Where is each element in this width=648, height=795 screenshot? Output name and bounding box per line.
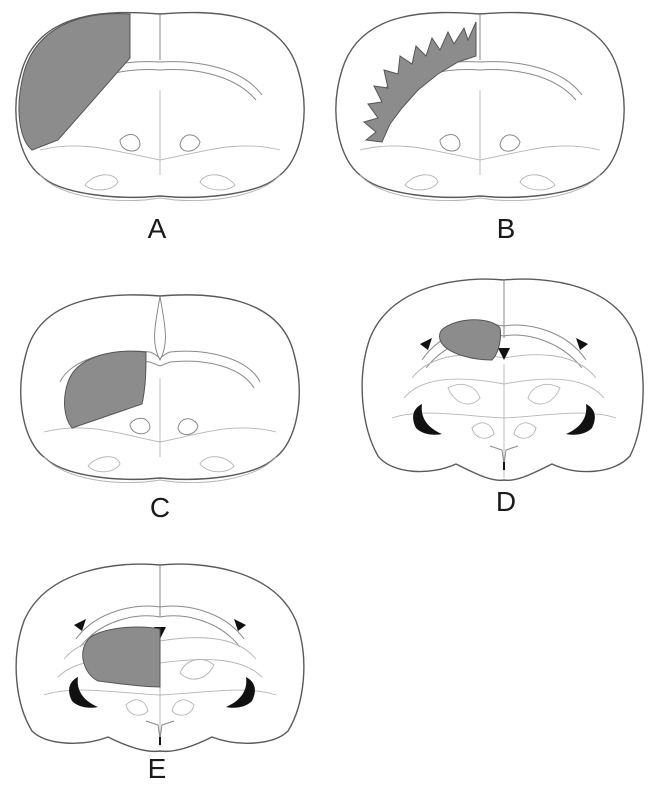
- lesion-area: [83, 627, 160, 687]
- brain-section-b: [318, 0, 648, 210]
- panel-a: A: [0, 0, 320, 260]
- brain-section-e: [0, 555, 320, 745]
- brain-section-d: [352, 268, 648, 488]
- brain-section-c: [0, 282, 320, 492]
- brain-section-a: [0, 0, 320, 210]
- panel-b: B: [318, 0, 648, 260]
- panel-c: C: [0, 282, 320, 532]
- panel-e: E: [0, 555, 320, 795]
- panel-d: D: [352, 268, 648, 538]
- panel-label: E: [137, 753, 177, 785]
- panel-label: D: [486, 486, 526, 518]
- panel-label: B: [486, 213, 526, 245]
- panel-label: A: [137, 213, 177, 245]
- panel-label: C: [140, 492, 180, 524]
